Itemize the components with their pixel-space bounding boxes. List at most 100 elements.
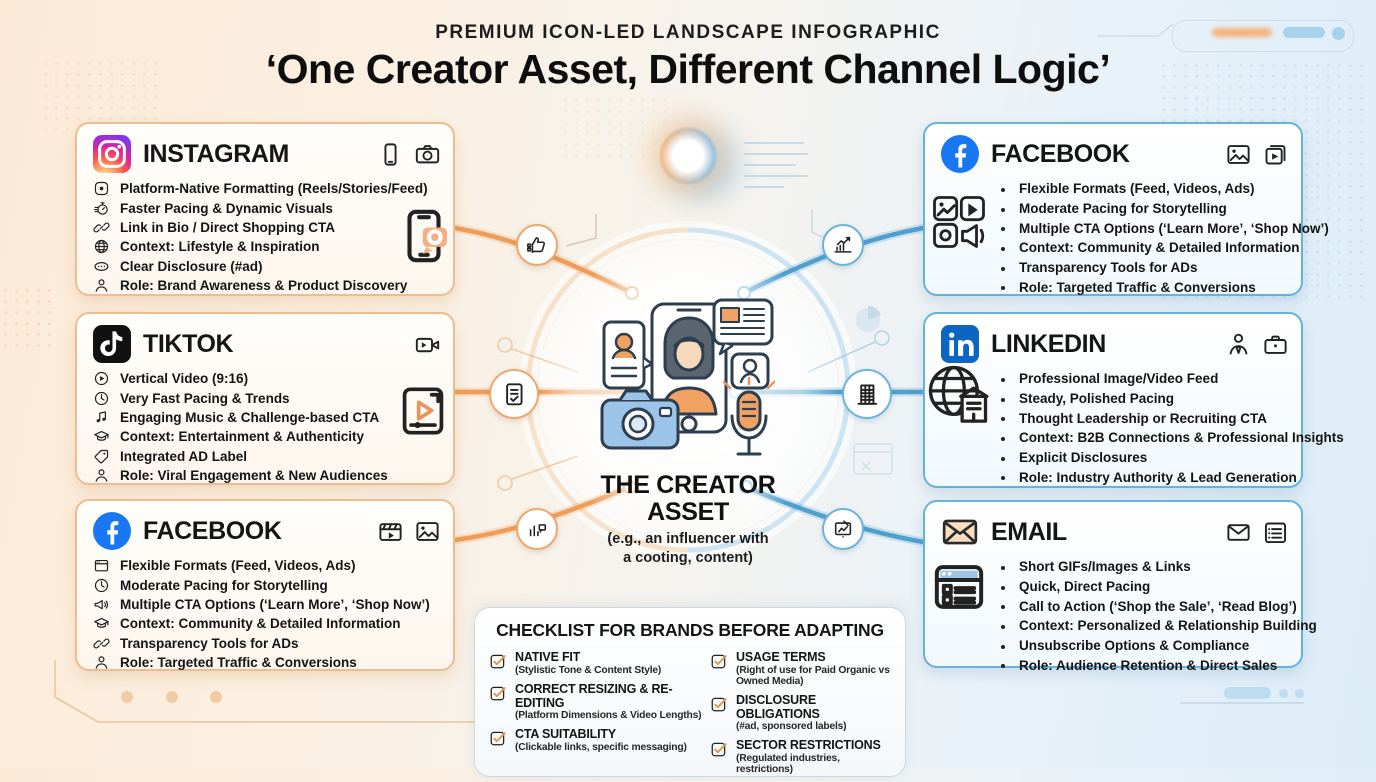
tag-icon (93, 448, 110, 465)
panel-header-icons (377, 141, 441, 168)
bullet-icon (997, 412, 1009, 424)
bullet-icon (997, 581, 1009, 593)
checklist-item: CTA SUITABILITY(Clickable links, specifi… (489, 727, 704, 753)
panel-item-text: Faster Pacing & Dynamic Visuals (120, 200, 333, 216)
node-growth (822, 224, 864, 266)
thumbs-icon (526, 234, 548, 256)
panel-item-text: Unsubscribe Options & Compliance (1019, 638, 1250, 654)
node-artboard (822, 508, 864, 550)
checklist-item-text: USAGE TERMS(Right of use for Paid Organi… (736, 650, 891, 687)
checkbox-icon (489, 729, 507, 747)
person-icon (93, 467, 110, 484)
browser-list-icon (931, 558, 987, 616)
panel-item: Context: Lifestyle & Inspiration (93, 237, 441, 256)
panel-item: Quick, Direct Pacing (997, 577, 1289, 597)
clock-icon (93, 390, 110, 407)
panel-item-text: Context: Lifestyle & Inspiration (120, 239, 320, 255)
panel-items: Platform-Native Formatting (Reels/Storie… (93, 179, 441, 295)
menu-lines-decor (744, 142, 808, 197)
panel-title: LINKEDIN (991, 329, 1106, 358)
panel-item: Context: B2B Connections & Professional … (997, 428, 1344, 448)
briefcase-icon (1262, 331, 1289, 358)
top-orb-core (672, 140, 704, 172)
panel-item: Context: Community & Detailed Informatio… (93, 614, 441, 633)
checklist-card: CHECKLIST FOR BRANDS BEFORE ADAPTING NAT… (474, 607, 906, 777)
panel-item: Explicit Disclosures (997, 448, 1289, 468)
instagram-logo-icon (93, 135, 131, 173)
panel-item: Professional Image/Video Feed (997, 369, 1289, 389)
panel-item-text: Role: Targeted Traffic & Conversions (120, 655, 357, 671)
panel-item: Short GIFs/Images & Links (997, 557, 1289, 577)
checklist-item: DISCLOSURE OBLIGATIONS(#ad, sponsored la… (710, 693, 891, 733)
bullet-icon (997, 242, 1009, 254)
checklist-item-label: CTA SUITABILITY (515, 727, 616, 742)
panel-item: Role: Brand Awareness & Product Discover… (93, 276, 441, 295)
dot-grid-decor (0, 285, 56, 351)
panel-header: LINKEDIN (941, 323, 1289, 365)
checklist-item-label: USAGE TERMS (736, 650, 826, 664)
building-icon (854, 381, 881, 408)
decor-dot-blue (1279, 689, 1288, 698)
decor-bar-orange (1212, 28, 1272, 37)
checklist-grid: NATIVE FIT(Stylistic Tone & Content Styl… (489, 650, 891, 782)
panel-item-text: Transparency Tools for ADs (120, 635, 299, 651)
bullet-icon (997, 659, 1009, 671)
panel-item: Multiple CTA Options (‘Learn More’, ‘Sho… (93, 595, 441, 614)
bullet-icon (997, 432, 1009, 444)
panel-item: Call to Action (‘Shop the Sale’, ‘Read B… (997, 596, 1297, 616)
globe-icon (93, 238, 110, 255)
checklist-item-sub: (#ad, sponsored labels) (736, 721, 847, 733)
checklist-title: CHECKLIST FOR BRANDS BEFORE ADAPTING (496, 620, 884, 640)
panel-item: Role: Audience Retention & Direct Sales (997, 655, 1289, 675)
camera-icon (414, 141, 441, 168)
panel-items: Vertical Video (9:16)Very Fast Pacing & … (93, 369, 441, 485)
link-icon (93, 635, 110, 652)
bullet-icon (997, 262, 1009, 274)
speaker-icon (93, 596, 110, 613)
panel-item-text: Engaging Music & Challenge-based CTA (120, 409, 380, 425)
checklist-column: NATIVE FIT(Stylistic Tone & Content Styl… (489, 650, 704, 782)
panel-item: Steady, Polished Pacing (997, 389, 1289, 409)
panel-item: Link in Bio / Direct Shopping CTA (93, 218, 441, 237)
phone-camera-icon (395, 190, 453, 282)
dot-grid-decor (560, 95, 670, 165)
panel-item: Thought Leadership or Recruiting CTA (997, 408, 1289, 428)
panel-item-text: Role: Viral Engagement & New Audiences (120, 468, 388, 484)
panel-item: Transparency Tools for ADs (93, 634, 441, 653)
stopwatch-icon (93, 200, 110, 217)
bullet-icon (997, 452, 1009, 464)
panel-item: Platform-Native Formatting (Reels/Storie… (93, 179, 441, 198)
panel-item: Vertical Video (9:16) (93, 369, 441, 388)
checkbox-icon (489, 684, 507, 702)
panel-header: EMAIL (941, 511, 1289, 553)
decor-bar-blue (1283, 27, 1325, 38)
panel-title: FACEBOOK (991, 139, 1130, 168)
panel-title: FACEBOOK (143, 516, 282, 545)
checklist-item-sub: (Right of use for Paid Organic vs Owned … (736, 664, 890, 687)
browser-icon (93, 557, 110, 574)
panel-item: Very Fast Pacing & Trends (93, 388, 441, 407)
checkbox-icon (710, 740, 728, 758)
globe-building-icon (925, 360, 991, 430)
panel-item-text: Link in Bio / Direct Shopping CTA (120, 219, 335, 235)
photo-icon (1225, 141, 1252, 168)
panel-item-text: Integrated AD Label (120, 448, 248, 464)
checklist-item-text: NATIVE FIT(Stylistic Tone & Content Styl… (515, 650, 661, 676)
infographic-kicker: PREMIUM ICON-LED LANDSCAPE INFOGRAPHIC (435, 22, 941, 43)
doc-check-icon (501, 381, 528, 408)
bullet-icon (997, 203, 1009, 215)
checklist-item: SECTOR RESTRICTIONS(Regulated industries… (710, 738, 891, 775)
checklist-item-text: DISCLOSURE OBLIGATIONS(#ad, sponsored la… (736, 693, 891, 733)
panel-item: Clear Disclosure (#ad) (93, 257, 441, 276)
disclosure-icon (93, 258, 110, 275)
video-camera-icon (414, 331, 441, 358)
checklist-item-sub: (Regulated industries, restrictions) (736, 753, 840, 775)
checkbox-icon (489, 652, 507, 670)
